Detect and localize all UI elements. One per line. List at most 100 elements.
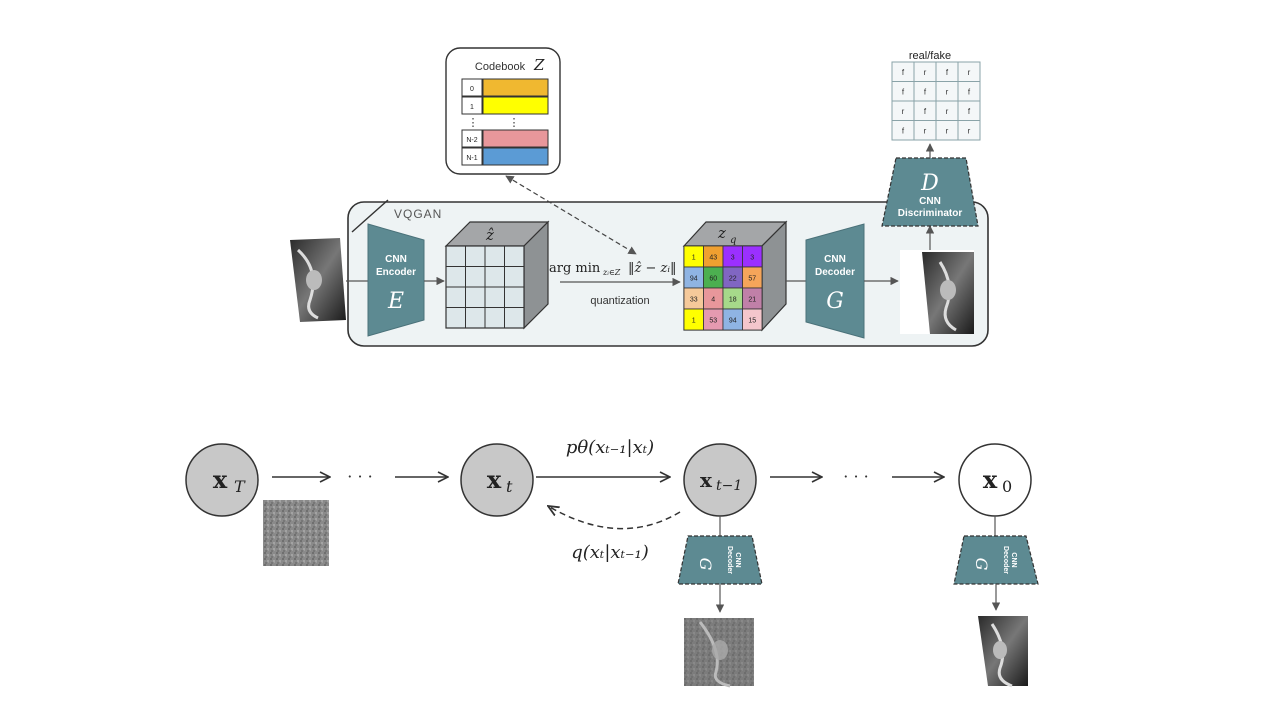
decoder-block: CNN Decoder G [805,223,865,339]
node-xT-main: x [213,465,228,494]
small-decoder-x0: G CNN Decoder [953,535,1039,585]
zq-cell-value: 3 [731,255,735,262]
input-mri-image [284,238,346,324]
codebook-index: N-2 [466,137,477,144]
zq-cell-value: 18 [729,297,737,304]
small-decoder-x0-line2: Decoder [1002,546,1009,574]
forward-process-arrow [548,506,681,530]
zq-cell-value: 57 [748,276,756,283]
noise-image [263,500,329,566]
realfake-cell-value: r [902,107,905,116]
realfake-cell-value: f [924,87,927,96]
codebook-ellipsis-index: ⋮ [468,116,479,129]
node-xt-main: x [487,465,502,494]
realfake-cell-value: r [968,126,971,135]
vqgan-panel-tab-line [351,199,389,233]
codebook-title: Codebook [475,61,526,73]
dots-left: · · · [347,467,372,486]
realfake-title: real/fake [909,50,951,62]
codebook-index: 0 [470,86,474,93]
codebook-index: 1 [470,104,474,111]
node-xt-sub: t [506,477,513,496]
small-decoder-x0-symbol: G [972,558,991,571]
argmin-subscript: zᵢ∈Z [602,268,621,277]
reverse-process-label: pθ(xₜ₋₁|xₜ) [566,437,654,458]
codebook-vector [482,78,549,97]
codebook-ellipsis-vector: ⋮ [509,116,520,129]
decoder-symbol: G [826,289,844,314]
realfake-cell-value: r [946,107,949,116]
node-x0-sub: 0 [1002,477,1012,496]
codebook-index: N-1 [466,155,477,162]
encoder-block: CNN Encoder E [367,223,425,337]
zq-label: z [717,224,726,242]
realfake-cell-value: r [924,68,927,77]
zq-cell-value: 4 [711,297,715,304]
realfake-cell-value: f [902,126,905,135]
discriminator-block: D CNN Discriminator [881,157,979,227]
codebook-index-cell [461,147,483,166]
forward-process-label: q(xₜ|xₜ₋₁) [571,542,649,563]
final-generated-image [978,616,1028,688]
realfake-cell-value: f [924,107,927,116]
realfake-cell-value: f [968,107,971,116]
node-xt [460,443,534,517]
codebook-vector [482,147,549,166]
small-decoder-x0-line1: CNN [1010,552,1017,567]
zq-cell-value: 33 [690,297,698,304]
z-hat-label: ẑ [485,226,494,244]
diffusion-chain: x T · · · x t pθ(xₜ₋₁|xₜ) q(xₜ|xₜ₋₁) x t… [185,437,1039,688]
node-x0-main: x [983,465,998,494]
realfake-cell-value: f [902,87,905,96]
dots-right: · · · [843,467,868,486]
zq-subscript: q [730,235,736,246]
zq-cell-value: 1 [692,318,696,325]
small-decoder-xt1: G CNN Decoder [677,535,763,585]
zq-cell-value: 94 [690,276,698,283]
codebook-index-cell [461,129,483,148]
discriminator-line1: CNN [919,196,941,207]
realfake-cell-value: f [968,87,971,96]
zq-cell [742,308,763,331]
discriminator-line2: Discriminator [898,208,963,219]
zq-cell-value: 22 [729,276,737,283]
realfake-cell-value: f [902,68,905,77]
small-decoder-xt1-line1: CNN [734,552,741,567]
realfake-cell-value: r [946,87,949,96]
node-xT [185,443,259,517]
zq-cell-value: 15 [748,318,756,325]
node-xt-minus-1-sub: t−1 [716,478,742,494]
realfake-cell [957,120,981,141]
realfake-cell-value: r [924,126,927,135]
encoder-line1: CNN [385,254,407,265]
quantization-label: quantization [590,295,649,307]
vqgan-title: VQGAN [394,207,442,221]
zq-cell-value: 60 [709,276,717,283]
argmin-norm: ‖ẑ − zᵢ‖ [628,261,676,276]
node-xT-sub: T [234,477,246,496]
codebook-vector [482,96,549,115]
zq-cell-value: 3 [750,255,754,262]
realfake-cell-value: r [946,126,949,135]
decoder-line2: Decoder [815,267,855,278]
reconstructed-mri-image [900,250,974,334]
zq-cell-value: 53 [709,318,717,325]
codebook-vector [482,129,549,148]
argmin-operator: arg min [549,261,601,276]
codebook-lookup-arrow [505,175,637,255]
partial-denoised-image [684,618,754,688]
zq-cell-value: 94 [729,318,737,325]
zq-cell-value: 21 [748,297,756,304]
small-decoder-xt1-line2: Decoder [726,546,733,574]
zq-cell-value: 43 [709,255,717,262]
z-hat-cube: ẑ [444,220,550,330]
realfake-cell-value: f [946,68,949,77]
node-xt-minus-1-main: x [700,468,713,492]
zq-cell-value: 1 [692,255,696,262]
codebook-symbol: Z [533,56,545,74]
codebook-panel: Codebook Z 0 1N-2N-1 ⋮ ⋮ [445,47,561,175]
small-decoder-xt1-symbol: G [696,558,715,571]
